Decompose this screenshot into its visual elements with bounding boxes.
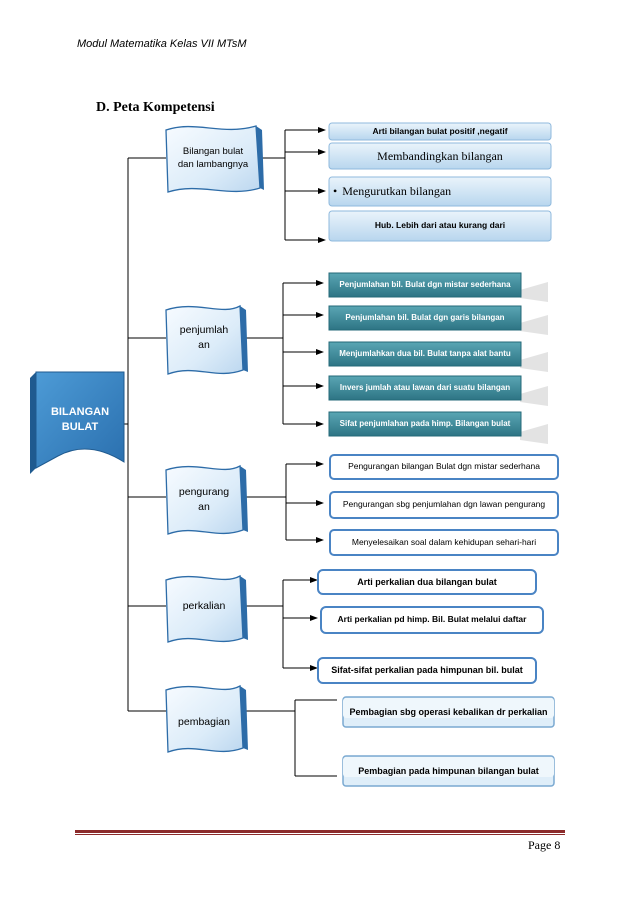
branch-b3-line1: pengurang [178, 486, 230, 499]
branch-flag-b1 [165, 125, 264, 193]
bullet-icon: • [333, 184, 338, 199]
branch-b3-line2: an [198, 501, 210, 513]
arrowheads [310, 127, 326, 671]
branch-b1-line2: dan lambangnya [177, 159, 249, 170]
branch-flag-b5 [165, 684, 248, 753]
b4-item-1: Arti perkalian dua bilangan bulat [357, 576, 497, 587]
b4-item-3: Sifat-sifat perkalian pada himpunan bil.… [331, 665, 523, 676]
b2-item-3: Menjumlahkan dua bil. Bulat tanpa alat b… [339, 349, 511, 359]
b2-item-1: Penjumlahan bil. Bulat dgn mistar sederh… [339, 280, 511, 290]
section-title: D. Peta Kompetensi [96, 100, 215, 115]
branch-label-pembagian: pembagian [178, 715, 230, 728]
b1-item-2: Membandingkan bilangan [377, 148, 503, 163]
b2-item-5: Sifat penjumlahan pada himp. Bilangan bu… [339, 419, 511, 429]
b5-boxes [342, 696, 555, 787]
root-label: BILANGAN BULAT [36, 400, 124, 440]
b3-boxes [329, 454, 559, 556]
branch-flag-b4 [165, 574, 248, 643]
b1-item-3-text: Mengurutkan bilangan [342, 184, 452, 199]
branch-flag-b2 [165, 304, 248, 375]
root-banner [30, 371, 125, 474]
b2-boxes [328, 272, 548, 444]
b4-boxes [317, 569, 544, 684]
b3-item-2: Pengurangan sbg penjumlahan dgn lawan pe… [342, 499, 546, 510]
b1-item-1: Arti bilangan bulat positif ,negatif [372, 125, 508, 136]
branch-label-pengurangan: pengurang an [168, 480, 240, 520]
b4-item-2: Arti perkalian pd himp. Bil. Bulat melal… [337, 614, 527, 625]
b3-item-1: Pengurangan bilangan Bulat dgn mistar se… [348, 461, 540, 472]
footer-rule [75, 830, 565, 833]
branch-b2-line2: an [198, 339, 210, 351]
footer-rule-thin [75, 834, 565, 835]
branch-label-perkalian: perkalian [182, 599, 226, 612]
branch-b1-line1: Bilangan bulat [182, 145, 244, 157]
b2-item-2: Penjumlahan bil. Bulat dgn garis bilanga… [345, 313, 505, 323]
b1-item-4: Hub. Lebih dari atau kurang dari [374, 220, 506, 231]
b2-item-4: Invers jumlah atau lawan dari suatu bila… [339, 383, 511, 393]
branch-flag-b3 [165, 464, 248, 535]
branch-b2-line1: penjumlah [179, 324, 229, 337]
b1-item-3: • Mengurutkan bilangan [333, 177, 551, 206]
document-header: Modul Matematika Kelas VII MTsM [77, 38, 247, 50]
b5-item-1: Pembagian sbg operasi kebalikan dr perka… [349, 706, 548, 717]
root-label-line1: BILANGAN [50, 405, 110, 418]
b1-boxes [328, 122, 552, 242]
branch-label-penjumlahan: penjumlah an [168, 318, 240, 358]
connector-lines [124, 129, 337, 777]
root-label-line2: BULAT [61, 421, 99, 433]
branch-label-bilangan-bulat: Bilangan bulat dan lambangnya [168, 138, 258, 178]
b3-item-3: Menyelesaikan soal dalam kehidupan sehar… [351, 536, 537, 547]
page-number: Page 8 [528, 838, 561, 852]
b5-item-2: Pembagian pada himpunan bilangan bulat [358, 765, 539, 776]
